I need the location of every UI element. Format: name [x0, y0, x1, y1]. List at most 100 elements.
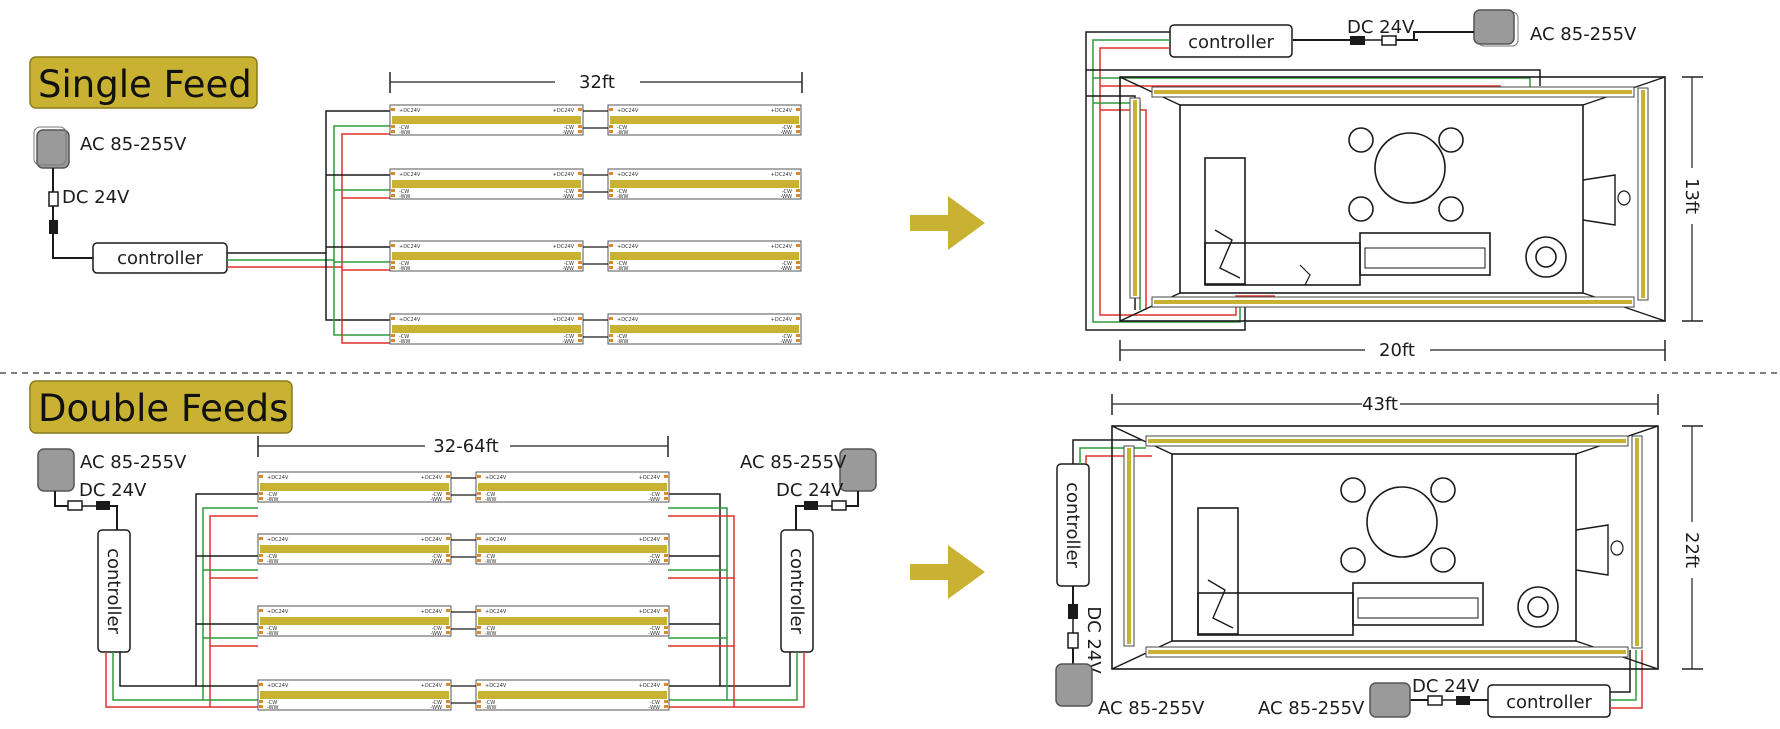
strip-pad-label: -CW	[432, 626, 442, 632]
strip-pad-label: +DC24V	[399, 108, 421, 114]
controller-label: controller	[117, 248, 203, 269]
strip-pad-label: -CW	[617, 125, 627, 131]
strip-pad-label: -WW	[267, 705, 279, 711]
strip-pad-label: -CW	[485, 492, 495, 498]
strip-pad-label: -WW	[563, 130, 575, 136]
strip-pad-label: -CW	[782, 125, 792, 131]
strip-pad-label: +DC24V	[553, 317, 575, 323]
strip-pad-label: +DC24V	[421, 537, 443, 543]
single-bus-wires	[227, 110, 390, 344]
strip-pad-label: -WW	[649, 631, 661, 637]
strip-pad-label: -WW	[485, 559, 497, 565]
strip-pad-label: -WW	[399, 130, 411, 136]
strip-pad-label: -WW	[399, 339, 411, 345]
double-room-height-label: 22ft	[1681, 532, 1702, 568]
arrow-icon	[910, 196, 985, 250]
strip-pad-label: -CW	[399, 334, 409, 340]
single-room-width-label: 20ft	[1379, 340, 1415, 361]
strip-pad-label: +DC24V	[421, 609, 443, 615]
strip-pad-label: +DC24V	[553, 108, 575, 114]
strip-pad-label: +DC24V	[771, 317, 793, 323]
dc-connector-icon	[1427, 695, 1443, 706]
single-run-dimension: 32ft	[389, 72, 803, 93]
strip-pad-label: -CW	[432, 492, 442, 498]
strip-pad-label: -CW	[617, 261, 627, 267]
controller-label: controller	[103, 548, 124, 634]
strip-pad-label: -CW	[485, 700, 495, 706]
dc-connector-icon	[1067, 632, 1079, 649]
controller-box: controller	[92, 242, 228, 274]
dc-plug-icon	[804, 501, 818, 510]
strip-pad-label: -CW	[782, 261, 792, 267]
strip-pad-label: -CW	[650, 492, 660, 498]
strip-pad-label: -WW	[617, 130, 629, 136]
dc-plug-icon	[1350, 36, 1365, 45]
strip-joint	[451, 611, 476, 630]
strip-pad-label: +DC24V	[421, 475, 443, 481]
controller-label: controller	[1062, 482, 1083, 568]
strip-pad-label: -CW	[564, 261, 574, 267]
strip-pad-label: -WW	[781, 130, 793, 136]
strip-pad-label: -CW	[267, 554, 277, 560]
strip-joint	[451, 539, 476, 558]
led-strip: +DC24V+DC24V-CW-CW-WW-WW	[475, 471, 670, 503]
dc-label: DC 24V	[776, 480, 844, 501]
double-bus-wires	[105, 493, 805, 708]
controller-box: controller	[780, 529, 814, 653]
strip-pad-label: -WW	[399, 266, 411, 272]
ac-label: AC 85-255V	[80, 452, 187, 473]
strip-pad-label: +DC24V	[553, 244, 575, 250]
controller-box: controller	[1487, 684, 1611, 718]
led-strip: +DC24V+DC24V-CW-CW-WW-WW	[607, 168, 802, 200]
dc-plug-icon	[49, 220, 58, 234]
strip-pad-label: -CW	[267, 626, 277, 632]
strip-joint	[451, 685, 476, 704]
arrow-icon	[910, 545, 985, 599]
ac-adapter-icon	[1055, 663, 1093, 707]
strip-pad-label: -WW	[781, 194, 793, 200]
strip-pad-label: +DC24V	[485, 683, 507, 689]
strip-pad-label: -WW	[485, 705, 497, 711]
strip-joint	[583, 174, 608, 193]
led-strip: +DC24V+DC24V-CW-CW-WW-WW	[257, 605, 452, 637]
strip-pad-label: +DC24V	[267, 683, 289, 689]
strip-pad-label: -CW	[485, 554, 495, 560]
strip-pad-label: +DC24V	[771, 172, 793, 178]
ac-label: AC 85-255V	[80, 134, 187, 155]
strip-pad-label: -WW	[649, 705, 661, 711]
strip-pad-label: -CW	[782, 334, 792, 340]
dc-plug-icon	[1068, 604, 1078, 619]
ac-label: AC 85-255V	[1258, 698, 1365, 719]
double-run-label: 32-64ft	[433, 436, 498, 457]
ac-adapter-icon	[37, 448, 75, 492]
strip-pad-label: -CW	[564, 189, 574, 195]
led-strip: +DC24V+DC24V-CW-CW-WW-WW	[257, 533, 452, 565]
ac-label: AC 85-255V	[1098, 698, 1205, 719]
double-feeds-title: Double Feeds	[38, 387, 288, 430]
strip-pad-label: -WW	[781, 339, 793, 345]
strip-pad-label: -CW	[432, 554, 442, 560]
strip-pad-label: -WW	[617, 339, 629, 345]
strip-pad-label: -WW	[485, 631, 497, 637]
strip-pad-label: -CW	[650, 626, 660, 632]
single-room-plan: AC 85-255V DC 24V controller	[1085, 9, 1703, 361]
strip-pad-label: -WW	[267, 559, 279, 565]
strip-pad-label: +DC24V	[421, 683, 443, 689]
dc-label: DC 24V	[79, 480, 147, 501]
strip-pad-label: +DC24V	[639, 537, 661, 543]
strip-pad-label: +DC24V	[399, 317, 421, 323]
strip-pad-label: -CW	[399, 261, 409, 267]
strip-pad-label: -WW	[399, 194, 411, 200]
double-strip-grid: +DC24V+DC24V-CW-CW-WW-WW+DC24V+DC24V-CW-…	[257, 471, 670, 711]
ac-label: AC 85-255V	[1530, 24, 1637, 45]
strip-pad-label: -CW	[617, 189, 627, 195]
led-strip: +DC24V+DC24V-CW-CW-WW-WW	[257, 679, 452, 711]
led-strip: +DC24V+DC24V-CW-CW-WW-WW	[389, 313, 584, 345]
strip-pad-label: -CW	[267, 700, 277, 706]
strip-pad-label: +DC24V	[771, 244, 793, 250]
led-strip: +DC24V+DC24V-CW-CW-WW-WW	[475, 679, 670, 711]
double-run-dimension: 32-64ft	[257, 436, 669, 457]
strip-pad-label: -WW	[649, 497, 661, 503]
strip-pad-label: +DC24V	[639, 609, 661, 615]
